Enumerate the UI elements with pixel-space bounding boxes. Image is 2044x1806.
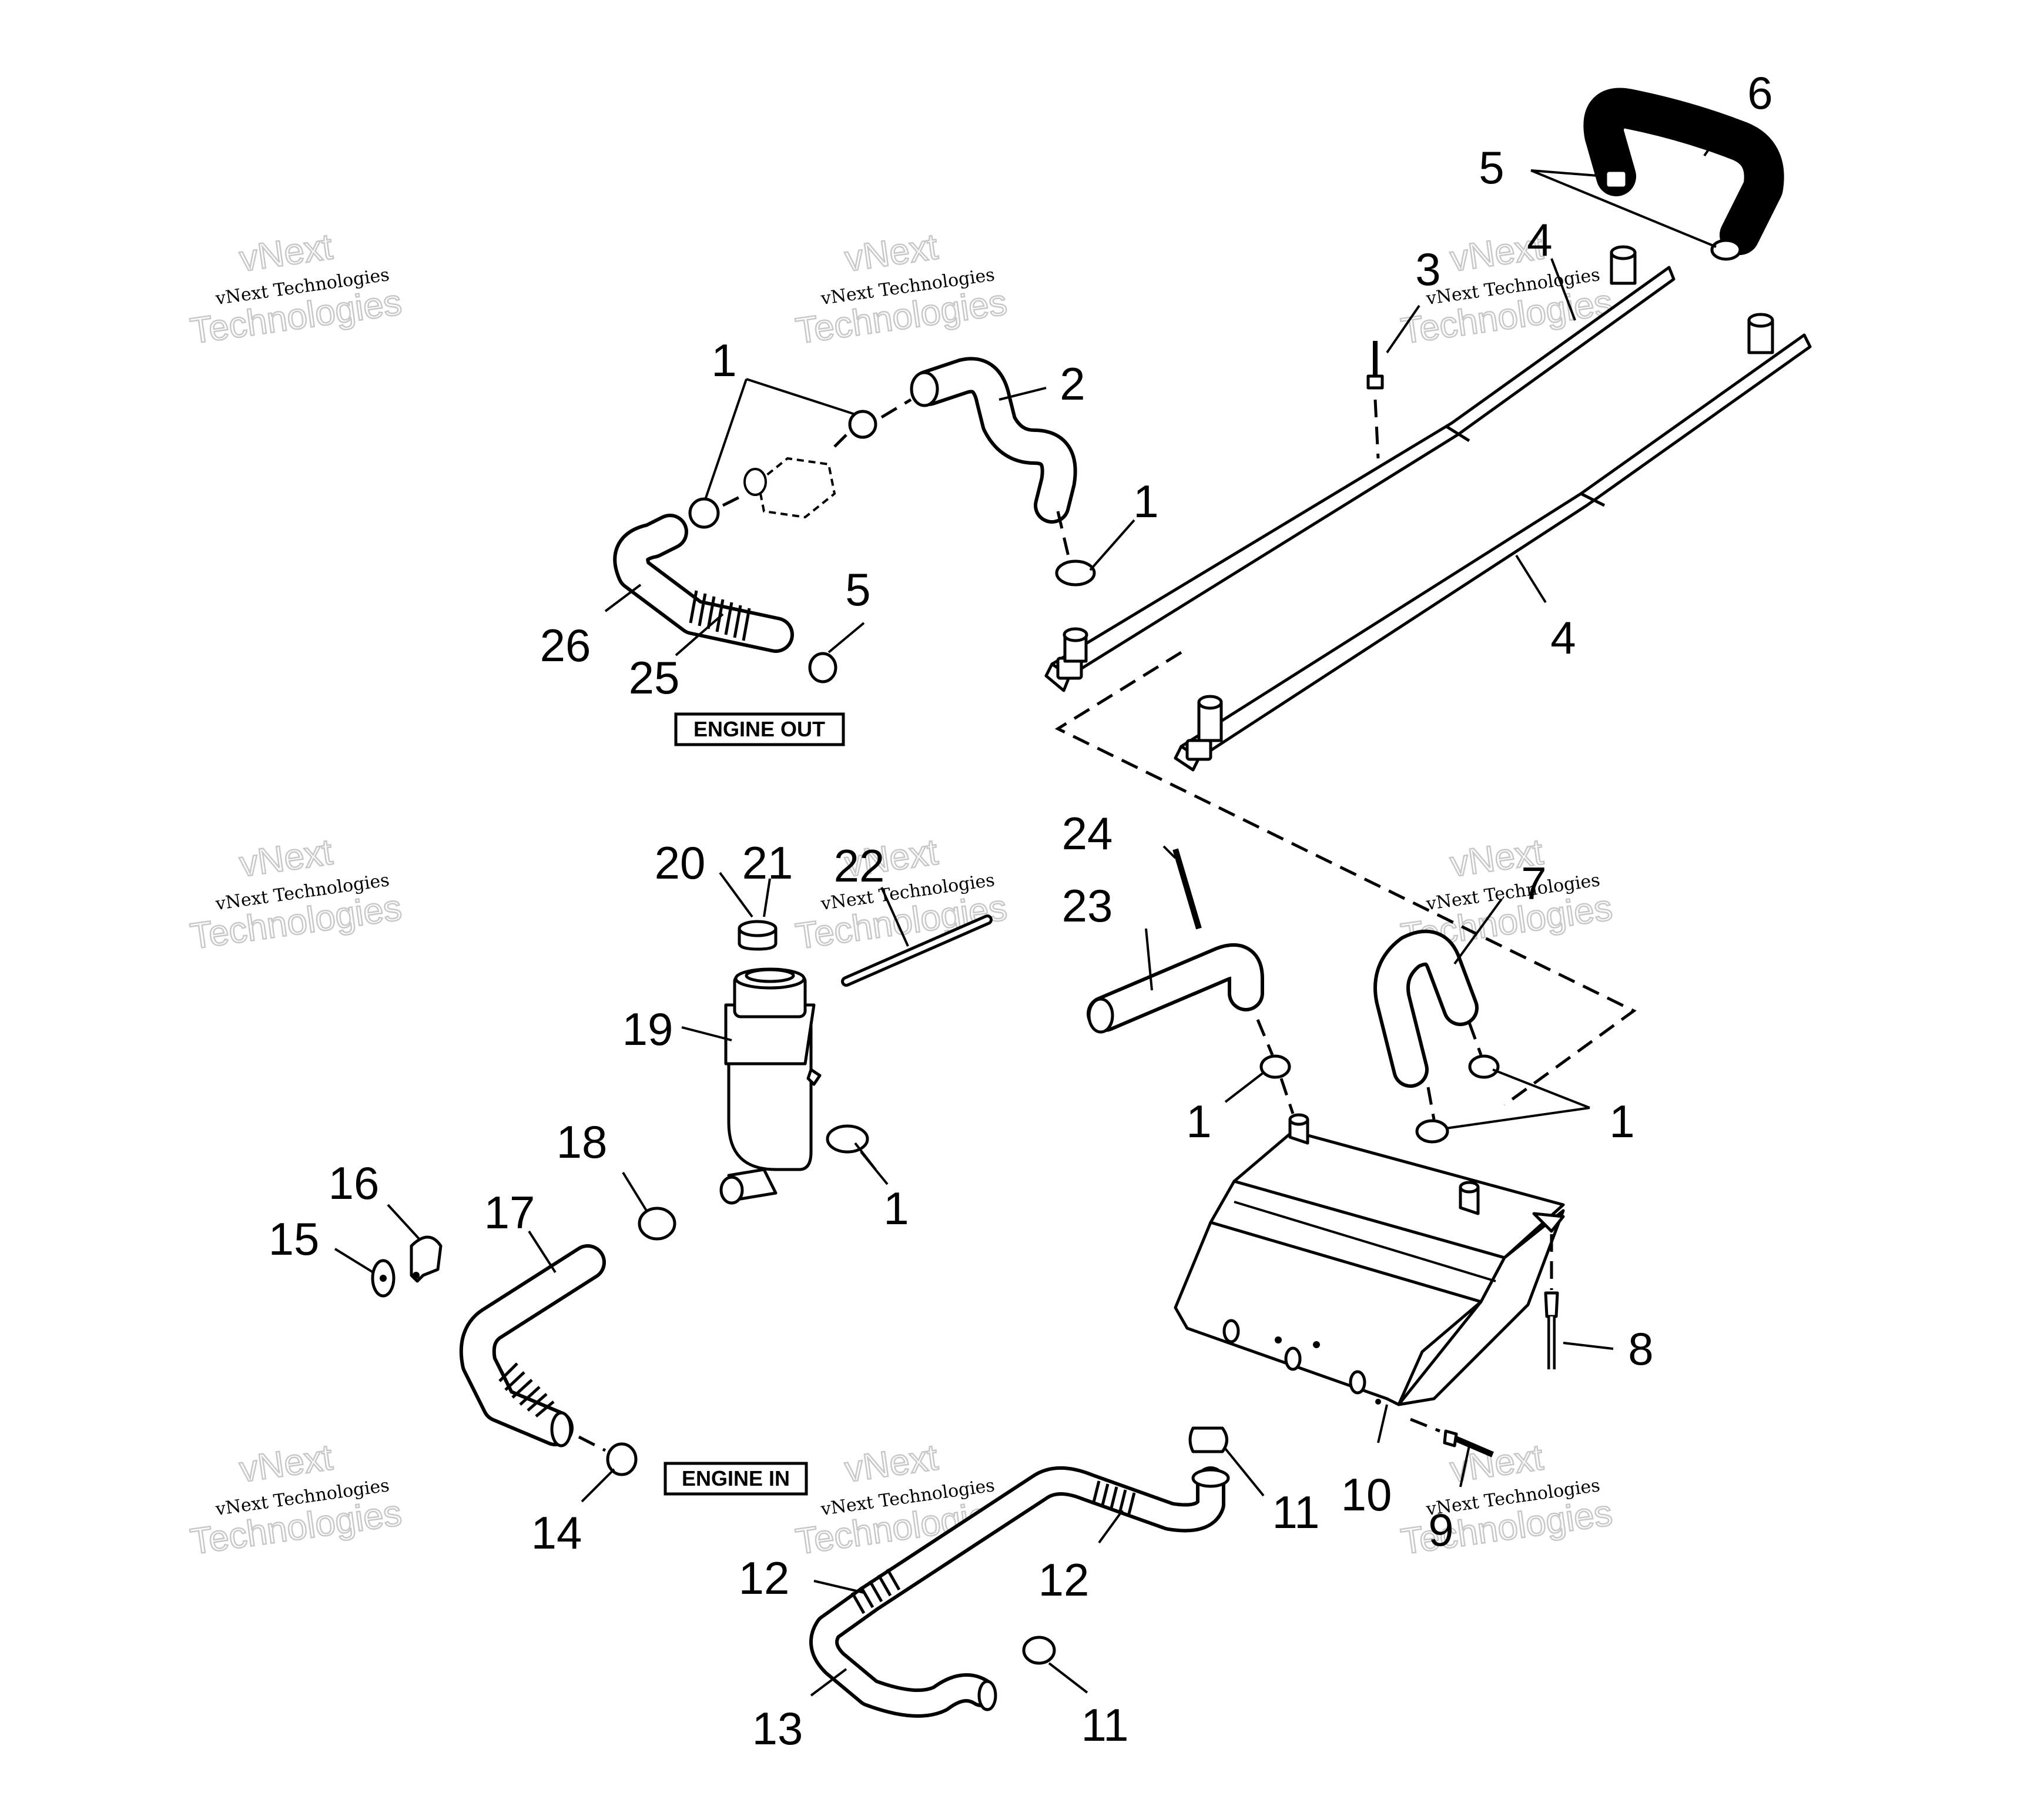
callout-24: 24 bbox=[1062, 807, 1113, 859]
callout-1-heat-exchanger: 1 bbox=[1133, 475, 1158, 527]
callout-5-engine-out: 5 bbox=[845, 564, 870, 615]
watermark-2: vNext Technologies vNext Technologies bbox=[792, 226, 1010, 353]
hose-clamp-1-e bbox=[1468, 1054, 1500, 1079]
callout-14: 14 bbox=[531, 1507, 582, 1559]
svg-text:vNext: vNext bbox=[237, 1437, 335, 1490]
upper-return-hose bbox=[1373, 929, 1479, 1088]
callout-15: 15 bbox=[269, 1213, 320, 1265]
watermark-3: vNext Technologies vNext Technologies bbox=[1398, 226, 1616, 353]
heat-exchanger-lower bbox=[1174, 313, 1812, 772]
p-clip bbox=[410, 1235, 443, 1283]
hose-clamp-1-a bbox=[848, 410, 877, 439]
hose-clamp-14 bbox=[606, 1442, 638, 1476]
svg-text:ENGINE OUT: ENGINE OUT bbox=[693, 717, 825, 741]
callout-12-left: 12 bbox=[739, 1552, 790, 1604]
watermark-1: vNext Technologies vNext Technologies bbox=[187, 226, 405, 353]
assembly-connection-line bbox=[1054, 651, 1637, 1107]
clamp-dash-lines-top bbox=[722, 398, 1071, 562]
watermark-9: vNext Technologies vNext Technologies bbox=[1398, 1436, 1616, 1563]
engine-out-tag: ENGINE OUT bbox=[674, 712, 845, 746]
leader-lines bbox=[334, 116, 1732, 1697]
callout-11-lower: 11 bbox=[1081, 1699, 1129, 1751]
callout-16: 16 bbox=[329, 1157, 380, 1209]
callout-1-reservoir: 1 bbox=[883, 1182, 909, 1234]
callout-numbers: 1 2 1 3 4 4 5 6 5 26 25 20 21 22 24 23 7… bbox=[269, 67, 1773, 1754]
hose-clamp-5-engine-out bbox=[808, 652, 837, 683]
callout-11-upper: 11 bbox=[1272, 1486, 1320, 1538]
reservoir-cap bbox=[738, 920, 778, 951]
hose-clamp-18 bbox=[638, 1207, 676, 1241]
callout-2: 2 bbox=[1060, 358, 1085, 410]
callout-4-lower: 4 bbox=[1550, 612, 1576, 664]
hose-clamp-11-lower bbox=[1022, 1636, 1056, 1665]
engine-in-tag: ENGINE IN bbox=[664, 1462, 808, 1496]
heat-exchanger-upper bbox=[1044, 245, 1676, 692]
hose-clamp-1-reservoir bbox=[826, 1124, 869, 1154]
coolant-reservoir bbox=[719, 967, 822, 1205]
callout-3: 3 bbox=[1415, 243, 1440, 295]
hose-clamp-11-upper bbox=[1188, 1426, 1228, 1453]
hose-clamp-1-b bbox=[688, 497, 720, 529]
coolant-tank bbox=[1174, 1113, 1565, 1406]
callout-18: 18 bbox=[557, 1116, 608, 1168]
watermark-7: vNext Technologies vNext Technologies bbox=[187, 1436, 405, 1563]
outlet-hose bbox=[910, 357, 1077, 524]
clamp-14-dash bbox=[578, 1435, 607, 1452]
mounting-bolt bbox=[1366, 341, 1384, 459]
hose-clamp-5-lower bbox=[1710, 239, 1742, 261]
callout-9: 9 bbox=[1428, 1504, 1453, 1556]
callout-25: 25 bbox=[629, 652, 680, 703]
svg-text:vNext: vNext bbox=[237, 832, 335, 884]
callout-20: 20 bbox=[655, 837, 706, 889]
callout-1-tank-right: 1 bbox=[1609, 1095, 1634, 1147]
hose-clamp-1-f bbox=[1415, 1119, 1449, 1144]
thermostat-housing bbox=[743, 457, 836, 519]
callout-12-right: 12 bbox=[1038, 1554, 1090, 1606]
tank-screw bbox=[1410, 1418, 1494, 1457]
callout-26: 26 bbox=[540, 619, 591, 671]
watermark-5: vNext Technologies vNext Technologies bbox=[792, 831, 1010, 958]
engine-out-hose bbox=[613, 514, 794, 653]
callout-8: 8 bbox=[1628, 1323, 1653, 1375]
svg-text:vNext: vNext bbox=[237, 226, 335, 279]
push-rivet bbox=[1544, 1234, 1559, 1369]
engine-in-hose bbox=[459, 1244, 606, 1448]
callout-13: 13 bbox=[752, 1703, 803, 1754]
callout-4-upper: 4 bbox=[1527, 214, 1552, 266]
callout-6: 6 bbox=[1747, 67, 1772, 119]
svg-text:vNext: vNext bbox=[842, 1437, 940, 1490]
callout-23: 23 bbox=[1062, 880, 1113, 932]
callout-17: 17 bbox=[484, 1187, 535, 1238]
hose-clamp-1-d bbox=[1259, 1054, 1291, 1079]
callout-7: 7 bbox=[1521, 857, 1546, 909]
lower-coolant-pipe bbox=[809, 1466, 1230, 1718]
callout-19: 19 bbox=[622, 1003, 673, 1055]
clamp-dash-lines-mid bbox=[1256, 1019, 1483, 1120]
svg-text:vNext: vNext bbox=[842, 226, 940, 279]
callout-21: 21 bbox=[742, 837, 793, 889]
upper-crossover-hose bbox=[1583, 88, 1784, 255]
hose-rod bbox=[1172, 848, 1202, 930]
callout-1-top-left: 1 bbox=[711, 334, 736, 386]
callout-5-top: 5 bbox=[1479, 142, 1504, 193]
hose-clamp-5-upper bbox=[1604, 169, 1629, 190]
callout-22: 22 bbox=[834, 840, 885, 892]
hose-clamp-1-c bbox=[1055, 559, 1096, 587]
watermark-4: vNext Technologies vNext Technologies bbox=[187, 831, 405, 958]
bypass-hose bbox=[1087, 943, 1264, 1034]
svg-text:ENGINE IN: ENGINE IN bbox=[682, 1466, 790, 1490]
callout-1-tank-left: 1 bbox=[1186, 1095, 1211, 1147]
callout-10: 10 bbox=[1341, 1469, 1392, 1520]
